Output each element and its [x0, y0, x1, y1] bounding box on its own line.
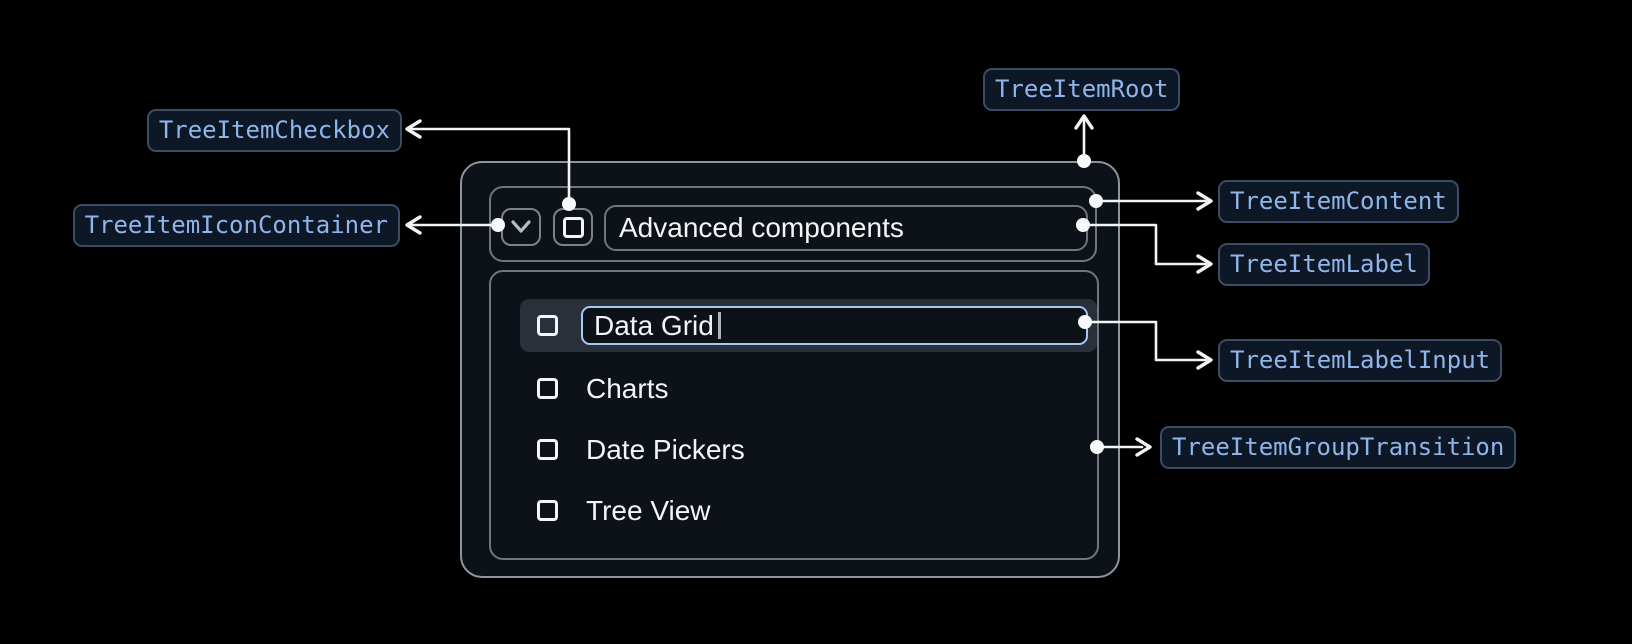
tree-row-data-grid[interactable]: Data Grid: [520, 299, 1097, 352]
annotation-chip-tree-item-group-transition: TreeItemGroupTransition: [1160, 426, 1517, 469]
tree-item-label-text: Date Pickers: [586, 433, 745, 465]
arrowhead-up-root: [1074, 114, 1094, 130]
checkbox-unchecked-icon[interactable]: [537, 315, 558, 336]
arrowhead-right-label: [1196, 254, 1213, 274]
tree-item-root-box: Advanced components Data Grid Charts Dat…: [460, 161, 1120, 578]
checkbox-unchecked-icon[interactable]: [537, 500, 558, 521]
tree-row-date-pickers[interactable]: Date Pickers: [520, 423, 1097, 476]
parent-label-text: Advanced components: [619, 212, 904, 243]
annotation-chip-tree-item-icon-container: TreeItemIconContainer: [72, 204, 400, 247]
expand-collapse-button[interactable]: [501, 208, 541, 246]
arrowhead-right-group-transition: [1135, 437, 1152, 457]
label-edit-input[interactable]: Data Grid: [581, 306, 1088, 345]
tree-item-label-box[interactable]: Advanced components: [604, 205, 1088, 251]
arrowhead-left-icon-container: [405, 215, 422, 235]
tree-item-group-box: Data Grid Charts Date Pickers Tree View: [489, 270, 1099, 560]
arrowhead-left-checkbox: [405, 119, 422, 139]
annotation-chip-tree-item-label-input: TreeItemLabelInput: [1218, 339, 1503, 382]
chevron-down-icon: [509, 219, 533, 235]
tree-item-label-text: Charts: [586, 372, 669, 404]
tree-item-label-text: Tree View: [586, 494, 711, 526]
annotation-chip-tree-item-root: TreeItemRoot: [983, 68, 1181, 111]
checkbox-unchecked-icon: [562, 216, 584, 238]
annotation-chip-tree-item-checkbox: TreeItemCheckbox: [146, 109, 402, 152]
annotation-chip-tree-item-content: TreeItemContent: [1218, 180, 1459, 223]
arrowhead-right-label-input: [1196, 350, 1213, 370]
checkbox-unchecked-icon[interactable]: [537, 439, 558, 460]
arrowhead-right-content: [1196, 191, 1213, 211]
parent-checkbox-button[interactable]: [553, 208, 593, 246]
label-input-value: Data Grid: [594, 309, 714, 341]
checkbox-unchecked-icon[interactable]: [537, 378, 558, 399]
annotation-chip-tree-item-label: TreeItemLabel: [1218, 243, 1430, 286]
tree-row-tree-view[interactable]: Tree View: [520, 484, 1097, 537]
tree-item-content-box[interactable]: Advanced components: [489, 186, 1097, 262]
text-caret: [717, 312, 721, 339]
tree-row-charts[interactable]: Charts: [520, 362, 1097, 415]
